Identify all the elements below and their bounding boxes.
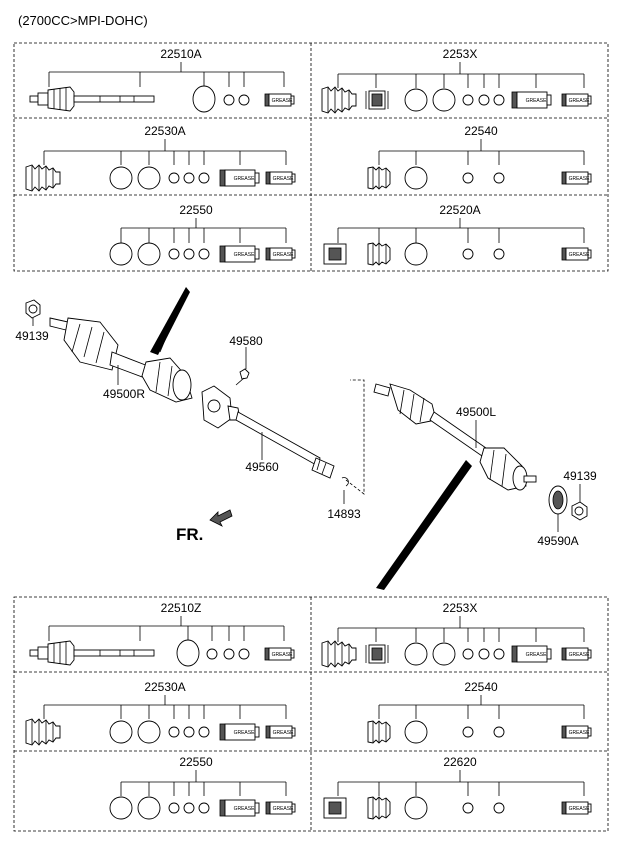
svg-text:GREASE: GREASE	[569, 806, 591, 812]
front-label: FR.	[176, 525, 203, 544]
svg-text:GREASE: GREASE	[569, 730, 591, 736]
svg-text:GREASE: GREASE	[273, 176, 295, 182]
kit-22510a: 22510A GREASE	[29, 47, 295, 113]
svg-text:GREASE: GREASE	[234, 252, 256, 258]
svg-text:GREASE: GREASE	[272, 652, 294, 658]
svg-text:GREASE: GREASE	[569, 652, 591, 658]
kit-22540: 22540 GREASE	[367, 124, 592, 190]
kit-code-label: 22620	[443, 755, 477, 769]
kit-code-label: 22510A	[160, 47, 201, 61]
svg-text:GREASE: GREASE	[569, 98, 591, 104]
drive-shaft-right	[49, 287, 193, 403]
lock-nut-left	[25, 299, 41, 326]
kit-22550: 22550 GREASE GREASE	[109, 203, 296, 266]
callout-49500r: 49500R	[103, 387, 145, 401]
drive-shaft-left	[373, 383, 537, 590]
snap-ring	[341, 379, 365, 504]
kit-code-label: 22510Z	[161, 601, 202, 615]
kit-code-label: 2253X	[443, 47, 478, 61]
svg-text:GREASE: GREASE	[234, 730, 256, 736]
svg-text:GREASE: GREASE	[273, 730, 295, 736]
svg-text:GREASE: GREASE	[526, 652, 548, 658]
svg-text:GREASE: GREASE	[272, 98, 294, 104]
kit-2253x: 2253X GREASE GREASE	[321, 47, 592, 114]
kit-code-label: 22540	[464, 680, 498, 694]
svg-text:GREASE: GREASE	[273, 806, 295, 812]
callout-14893: 14893	[327, 507, 361, 521]
exploded-assembly: 49139 49500R 49580	[15, 287, 597, 590]
kit-code-label: 22550	[179, 203, 213, 217]
kit-code-label: 2253X	[443, 601, 478, 615]
kit-22520a: 22520A GREASE	[323, 203, 592, 266]
kit-22530a: 22530A GREASE GREASE	[25, 680, 296, 746]
kit-22620: 22620 GREASE	[323, 755, 592, 820]
kit-22510z: 22510Z GREASE	[29, 601, 295, 667]
callout-49139-left: 49139	[15, 329, 49, 343]
callout-49139-right: 49139	[563, 469, 597, 483]
kit-code-label: 22520A	[439, 203, 480, 217]
front-direction-indicator: FR.	[176, 509, 233, 544]
kit-code-label: 22550	[179, 755, 213, 769]
bottom-kit-grid: 22510Z GREASE 2253X GREASE GREASE	[13, 596, 609, 832]
bolt	[235, 347, 250, 386]
callout-49590a: 49590A	[537, 534, 578, 548]
svg-text:GREASE: GREASE	[569, 176, 591, 182]
svg-text:GREASE: GREASE	[569, 252, 591, 258]
callout-49560: 49560	[245, 460, 279, 474]
svg-text:GREASE: GREASE	[234, 176, 256, 182]
svg-text:GREASE: GREASE	[273, 252, 295, 258]
svg-text:GREASE: GREASE	[526, 98, 548, 104]
tone-ring	[548, 485, 568, 532]
kit-code-label: 22530A	[144, 680, 185, 694]
kit-2253x: 2253X GREASE GREASE	[321, 601, 592, 668]
svg-text:GREASE: GREASE	[234, 806, 256, 812]
kit-code-label: 22540	[464, 124, 498, 138]
callout-49580: 49580	[229, 334, 263, 348]
kit-22530a: 22530A GREASE GREASE	[25, 124, 296, 192]
engine-spec-header: (2700CC>MPI-DOHC)	[18, 13, 148, 28]
kit-code-label: 22530A	[144, 124, 185, 138]
callout-49500l: 49500L	[456, 405, 496, 419]
lock-nut-right	[571, 484, 588, 521]
top-kit-grid: 22510A GREASE 2253X GREASE GREASE	[13, 42, 609, 272]
intermediate-shaft	[201, 385, 335, 479]
kit-22550: 22550 GREASE GREASE	[109, 755, 296, 820]
kit-22540: 22540 GREASE	[367, 680, 592, 744]
